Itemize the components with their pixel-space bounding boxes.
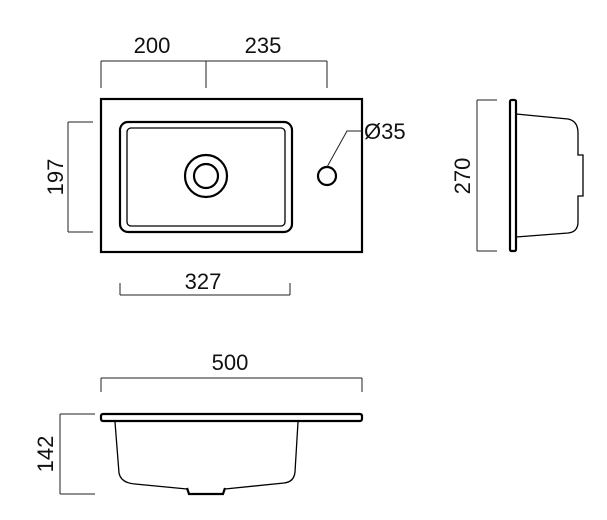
dim-327-label: 327: [185, 269, 222, 294]
dim-197-label: 197: [43, 159, 68, 196]
dim-142-label: 142: [33, 436, 58, 473]
drain-inner: [192, 162, 220, 190]
front-drain: [185, 487, 227, 496]
dim-500-label: 500: [212, 350, 249, 375]
dim-left: [67, 121, 93, 233]
dim-235-label: 235: [245, 33, 282, 58]
drain-outer: [183, 153, 229, 199]
sink-outline: [99, 97, 364, 254]
dim-270-label: 270: [450, 158, 475, 195]
tap-hole: [316, 165, 338, 187]
dim-200-label: 200: [134, 33, 171, 58]
front-view: 500 142: [33, 350, 364, 496]
dim-bottom: [119, 283, 291, 296]
dim-front-top: [100, 377, 363, 392]
basin-inner: [126, 127, 286, 227]
front-flange: [99, 412, 364, 423]
top-view: Ø35 200 235 197 327: [43, 33, 406, 296]
tap-hole-diameter-label: Ø35: [364, 119, 406, 144]
tap-hole-leader: [326, 130, 362, 168]
front-bowl: [114, 421, 299, 490]
dim-front-left: [59, 413, 95, 495]
dim-side: [476, 99, 497, 252]
dim-top: [100, 60, 328, 88]
side-view: 270: [450, 98, 584, 253]
side-flange: [508, 98, 518, 253]
side-bowl: [515, 113, 584, 238]
basin-outer: [118, 120, 294, 234]
